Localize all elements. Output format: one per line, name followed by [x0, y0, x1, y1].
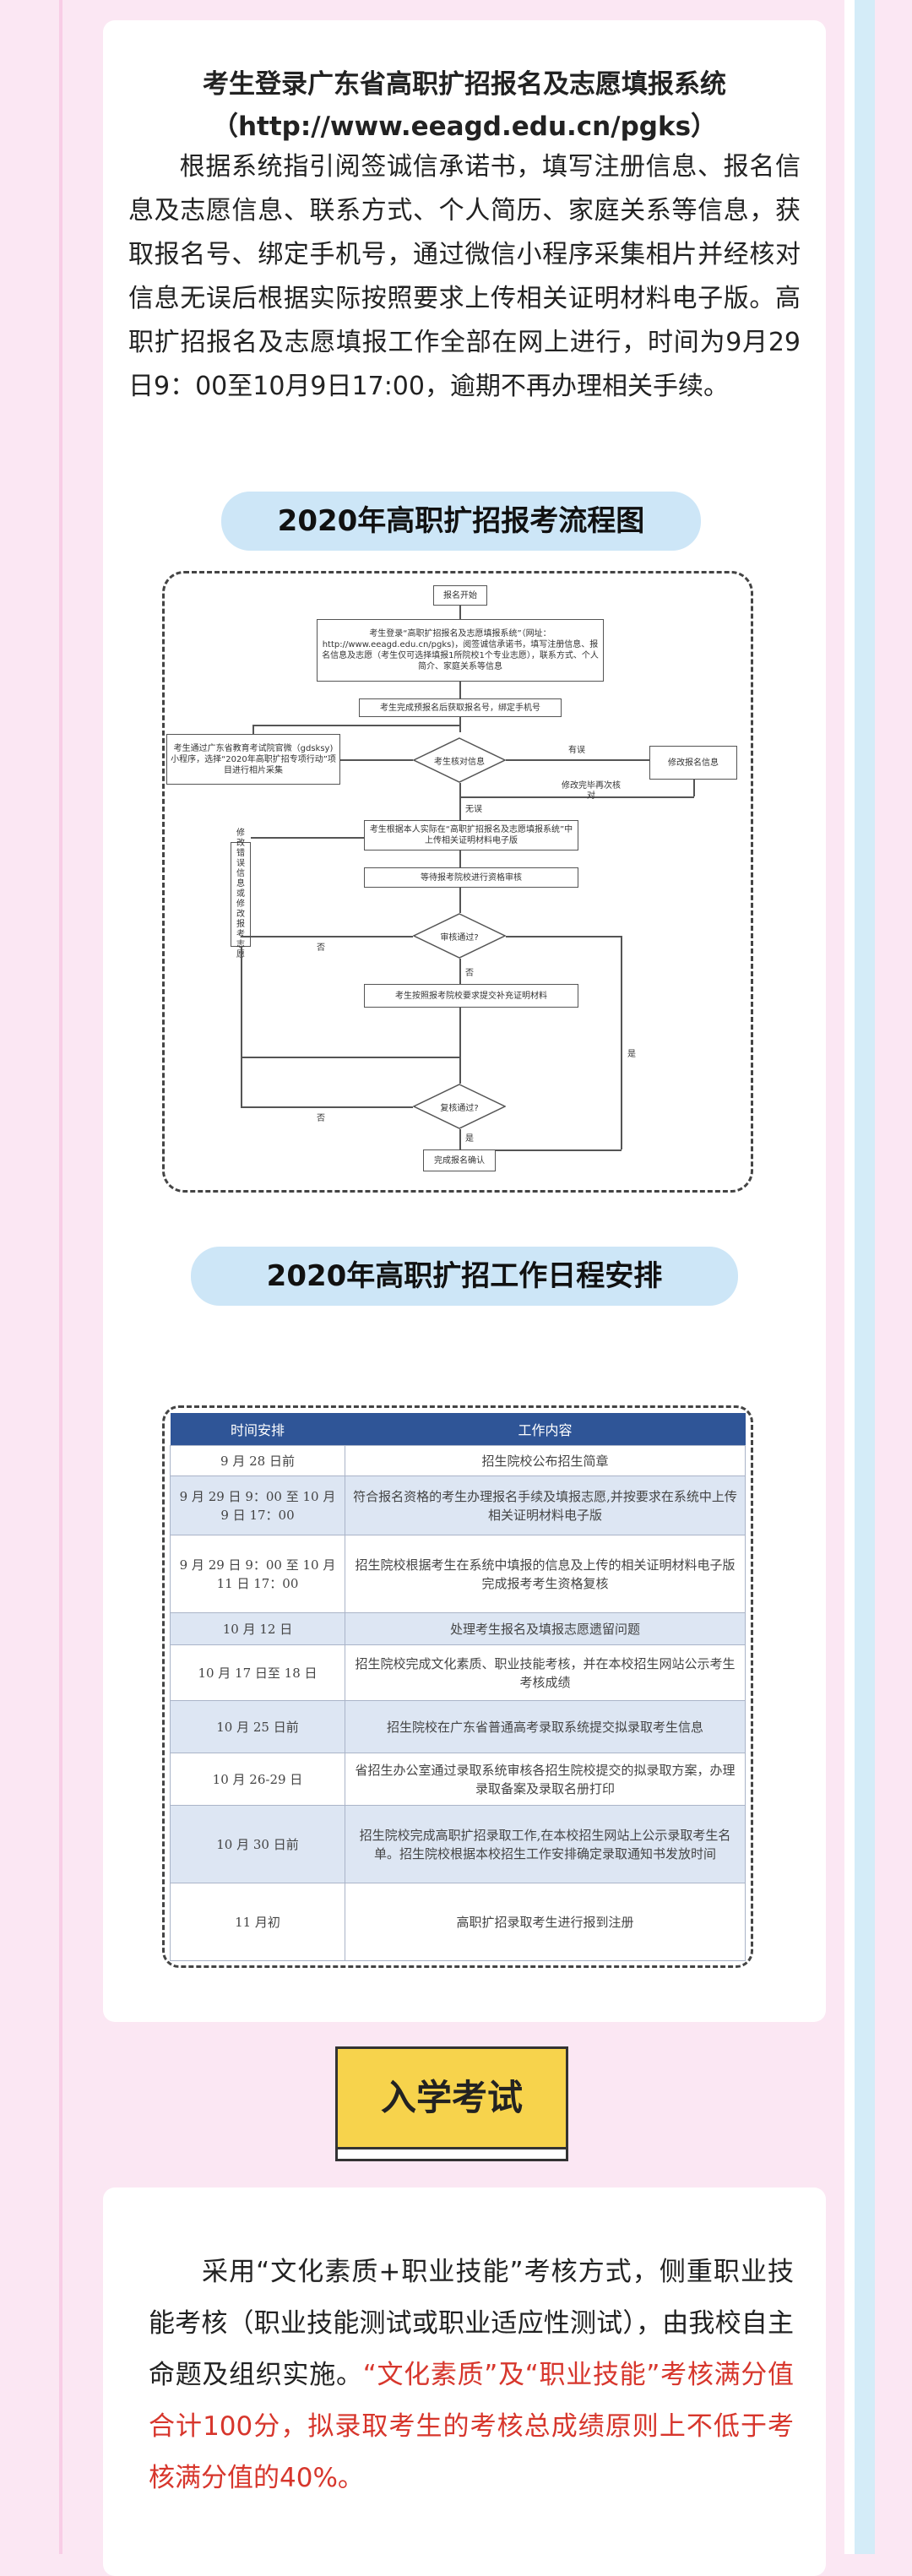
- flow-login-step: 考生登录“高职扩招报名及志愿填报系统”（网址：http://www.eeagd.…: [317, 619, 604, 682]
- flow-end: 完成报名确认: [423, 1149, 496, 1171]
- table-row: 9 月 29 日 9：00 至 10 月 11 日 17：00 招生院校根据考生…: [170, 1535, 746, 1613]
- flow-modify-info: 修改报名信息: [649, 746, 737, 780]
- table-row: 10 月 12 日 处理考生报名及填报志愿遗留问题: [170, 1612, 746, 1645]
- table-row: 10 月 30 日前 招生院校完成高职扩招录取工作,在本校招生网站上公示录取考生…: [170, 1805, 746, 1883]
- flow-review-decision: 审核通过?: [413, 913, 506, 959]
- table-row: 9 月 28 日前 招生院校公布招生简章: [170, 1445, 746, 1476]
- system-url[interactable]: （http://www.eeagd.edu.cn/pgks）: [211, 111, 718, 142]
- table-row: 9 月 29 日 9：00 至 10 月 9 日 17：00 符合报名资格的考生…: [170, 1475, 746, 1535]
- flow-verify-decision: 考生核对信息: [413, 737, 506, 783]
- table-row: 10 月 26-29 日 省招生办公室通过录取系统审核各招生院校提交的拟录取方案…: [170, 1753, 746, 1806]
- flow-wait-review: 等待报考院校进行资格审核: [364, 867, 578, 888]
- exam-card: 采用“文化素质+职业技能”考核方式，侧重职业技能考核（职业技能测试或职业适应性测…: [103, 2187, 826, 2576]
- exam-paragraph: 采用“文化素质+职业技能”考核方式，侧重职业技能考核（职业技能测试或职业适应性测…: [149, 2257, 794, 2493]
- exam-score-note: “文化素质”及“职业技能”考核满分值合计100分，拟录取考生的考核总成绩原则上不…: [149, 2360, 794, 2493]
- flowchart: 报名开始 考生登录“高职扩招报名及志愿填报系统”（网址：http://www.e…: [162, 571, 753, 1193]
- table-row: 10 月 25 日前 招生院校在广东省普通高考录取系统提交拟录取考生信息: [170, 1700, 746, 1753]
- right-stripe-white: [844, 0, 855, 2554]
- right-stripe-blue: [855, 0, 875, 2554]
- flow-supplement: 考生按照报考院校要求提交补充证明材料: [364, 984, 578, 1008]
- registration-paragraph: 根据系统指引阅签诚信承诺书，填写注册信息、报名信息及志愿信息、联系方式、个人简历…: [128, 152, 801, 401]
- flowchart-title: 2020年高职扩招报考流程图: [221, 492, 701, 551]
- table-header-row: 时间安排 工作内容: [170, 1413, 746, 1446]
- schedule-table: 时间安排 工作内容 9 月 28 日前 招生院校公布招生简章 9 月 29 日 …: [162, 1405, 753, 1968]
- exam-tag-label: 入学考试: [335, 2046, 568, 2149]
- table-row: 11 月初 高职扩招录取考生进行报到注册: [170, 1883, 746, 1961]
- exam-tag-base: [335, 2149, 568, 2161]
- flow-get-number: 考生完成预报名后获取报名号，绑定手机号: [359, 698, 562, 717]
- header-content: 工作内容: [345, 1413, 746, 1446]
- flow-start: 报名开始: [433, 585, 487, 606]
- section-heading: 考生登录广东省高职扩招报名及志愿填报系统: [203, 69, 726, 100]
- right-stripe-pink: [875, 0, 912, 2554]
- left-stripe: [59, 0, 62, 2554]
- schedule-title: 2020年高职扩招工作日程安排: [191, 1247, 738, 1306]
- header-time: 时间安排: [170, 1413, 345, 1446]
- flow-side-modify: 修改错误信息或修改报考志愿: [231, 829, 251, 959]
- flow-photo: 考生通过广东省教育考试院官微（gdsksy)小程序，选择“2020年高职扩招专项…: [166, 734, 340, 785]
- flow-upload: 考生根据本人实际在“高职扩招报名及志愿填报系统”中上传相关证明材料电子版: [364, 820, 578, 851]
- flow-recheck-decision: 复核通过?: [413, 1084, 506, 1129]
- table-row: 10 月 17 日至 18 日 招生院校完成文化素质、职业技能考核，并在本校招生…: [170, 1644, 746, 1701]
- exam-section-tag: 入学考试: [335, 2046, 568, 2163]
